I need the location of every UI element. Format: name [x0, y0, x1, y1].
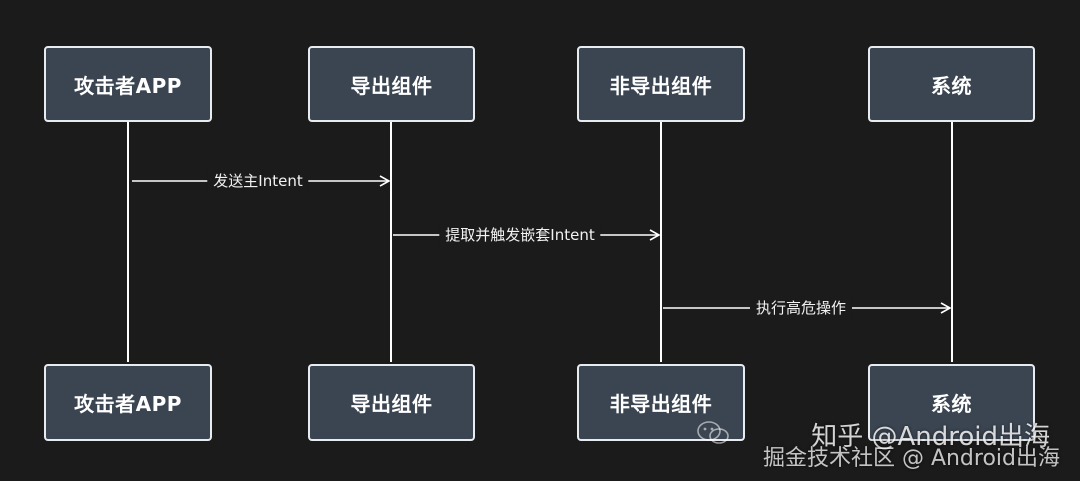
participant-top-attacker: 攻击者APP [44, 46, 212, 122]
message-label-2: 提取并触发嵌套Intent [439, 225, 601, 245]
participant-bottom-exported: 导出组件 [308, 364, 475, 441]
participant-top-system: 系统 [868, 46, 1035, 122]
participant-top-nonexported: 非导出组件 [577, 46, 745, 122]
watermark-juejin: 掘金技术社区 @ Android出海 [762, 446, 1060, 471]
participant-bottom-attacker: 攻击者APP [44, 364, 212, 441]
participant-top-exported: 导出组件 [308, 46, 475, 122]
message-label-3: 执行高危操作 [749, 298, 853, 318]
message-label-1: 发送主Intent [207, 171, 309, 191]
wechat-icon [697, 421, 729, 444]
participant-bottom-nonexported: 非导出组件 [577, 364, 745, 441]
watermark-zhihu: 知乎 @Android出海 [811, 422, 1050, 452]
participant-bottom-system: 系统 [868, 364, 1035, 441]
